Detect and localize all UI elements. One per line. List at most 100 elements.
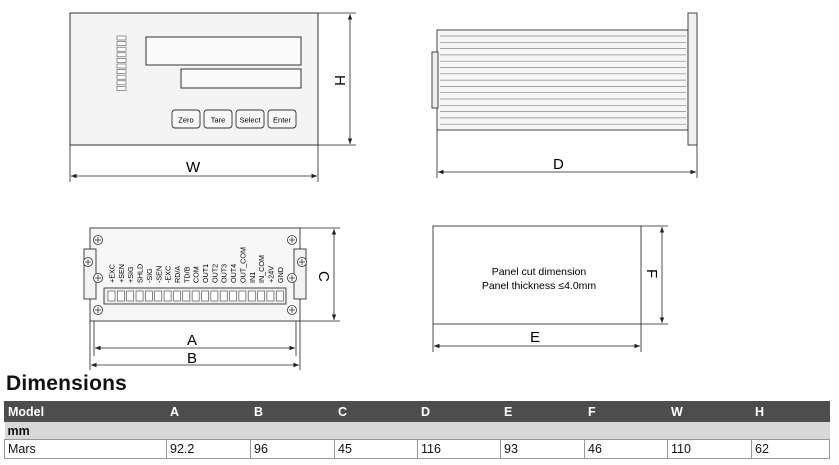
- terminal-slot: [219, 290, 228, 302]
- table-header-cell: W: [667, 401, 752, 422]
- table-header-cell: C: [334, 401, 418, 422]
- terminal-label: -EXC: [164, 266, 173, 283]
- rear-inner: [83, 248, 97, 300]
- terminal-label: +SIG: [126, 266, 135, 283]
- terminal-slot: [229, 290, 237, 302]
- side-connector: [431, 51, 439, 109]
- unit-label: mm: [4, 421, 830, 440]
- dimension-c: [300, 227, 340, 322]
- status-led: [116, 35, 127, 41]
- dimension-h: [318, 12, 356, 146]
- table-cell: 96: [250, 439, 335, 459]
- table-cell: Mars: [4, 439, 167, 459]
- dimension-d: [436, 130, 698, 178]
- screw-icon: [93, 273, 103, 283]
- main-display: [145, 36, 302, 66]
- screw-icon: [287, 235, 297, 245]
- screw-icon: [297, 257, 307, 267]
- terminal-label: GND: [276, 267, 285, 283]
- table-header-cell: Model: [4, 401, 167, 422]
- terminal-label: +EXC: [108, 264, 117, 283]
- terminal-slot: [266, 290, 275, 302]
- table-cell: 110: [667, 439, 752, 459]
- terminal-label: OUT3: [220, 264, 229, 283]
- table-header-cell: E: [500, 401, 585, 422]
- terminal-slot: [275, 290, 284, 302]
- dimension-e-label: E: [530, 329, 540, 346]
- front-button-enter: Enter: [267, 109, 297, 129]
- dimension-e: [432, 324, 642, 352]
- status-led: [116, 46, 127, 52]
- status-led: [116, 74, 127, 80]
- front-button-tare: Tare: [203, 109, 233, 129]
- status-led: [116, 58, 127, 63]
- section-title: Dimensions: [6, 372, 128, 395]
- side-fins: [440, 35, 686, 125]
- terminal-label: -SEN: [154, 266, 163, 283]
- dimension-h-label: H: [331, 75, 348, 86]
- table-cell: 62: [751, 439, 830, 459]
- terminal-label: OUT4: [229, 264, 238, 283]
- rear-inner-right: [293, 248, 307, 300]
- terminal-slot: [154, 290, 163, 302]
- terminal-label: TD/B: [182, 266, 191, 283]
- front-button-label: Enter: [273, 116, 291, 125]
- terminal-label: IN1: [248, 272, 257, 283]
- front-button-label: Tare: [211, 116, 226, 125]
- status-led: [116, 86, 127, 91]
- terminal-slot: [107, 290, 116, 302]
- terminal-label: OUT1: [201, 264, 210, 283]
- status-led: [116, 80, 127, 86]
- dimension-d-label: D: [553, 156, 564, 173]
- terminal-slot: [201, 290, 209, 302]
- status-led: [116, 41, 127, 46]
- terminal-label: OUT_COM: [238, 247, 247, 283]
- front-button-select: Select: [235, 109, 265, 129]
- terminal-slot: [145, 290, 153, 302]
- table-header-cell: B: [250, 401, 335, 422]
- rear-view: [83, 227, 307, 322]
- terminal-label: +24V: [266, 266, 275, 283]
- cutout-line-1: Panel cut dimension: [492, 266, 587, 278]
- terminal-slot: [173, 290, 181, 302]
- screw-icon: [83, 257, 93, 267]
- terminal-slot: [191, 290, 200, 302]
- table-cell: 46: [584, 439, 668, 459]
- screw-icon: [287, 305, 297, 315]
- dimension-a: [93, 321, 297, 356]
- table-header-cell: H: [751, 401, 830, 422]
- status-led: [116, 52, 127, 58]
- mounting-screws: [83, 235, 307, 315]
- front-button-label: Select: [240, 116, 262, 125]
- terminal-slot: [117, 290, 125, 302]
- terminal-label: COM: [192, 266, 201, 283]
- terminal-slot: [247, 290, 256, 302]
- table-header-cell: F: [584, 401, 668, 422]
- screw-icon: [93, 305, 103, 315]
- terminal-label: OUT2: [210, 264, 219, 283]
- dimension-b: [89, 321, 301, 370]
- terminal-slot: [210, 290, 219, 302]
- terminal-slot: [182, 290, 191, 302]
- dimension-c-label: C: [315, 271, 332, 282]
- terminal-slot: [135, 290, 144, 302]
- status-led: [116, 69, 127, 74]
- side-bezel: [687, 12, 698, 146]
- terminal-slot: [126, 290, 134, 302]
- dimension-w-label: W: [186, 159, 201, 176]
- dimension-b-label: B: [187, 350, 197, 367]
- screw-icon: [93, 235, 103, 245]
- cutout-line-2: Panel thickness ≤4.0mm: [482, 280, 597, 292]
- terminal-slot: [238, 290, 247, 302]
- dimension-w: [69, 145, 319, 182]
- table-cell: 92.2: [166, 439, 251, 459]
- side-view: [431, 12, 698, 146]
- table-cell: 116: [417, 439, 501, 459]
- terminal-label: RD/A: [173, 266, 182, 283]
